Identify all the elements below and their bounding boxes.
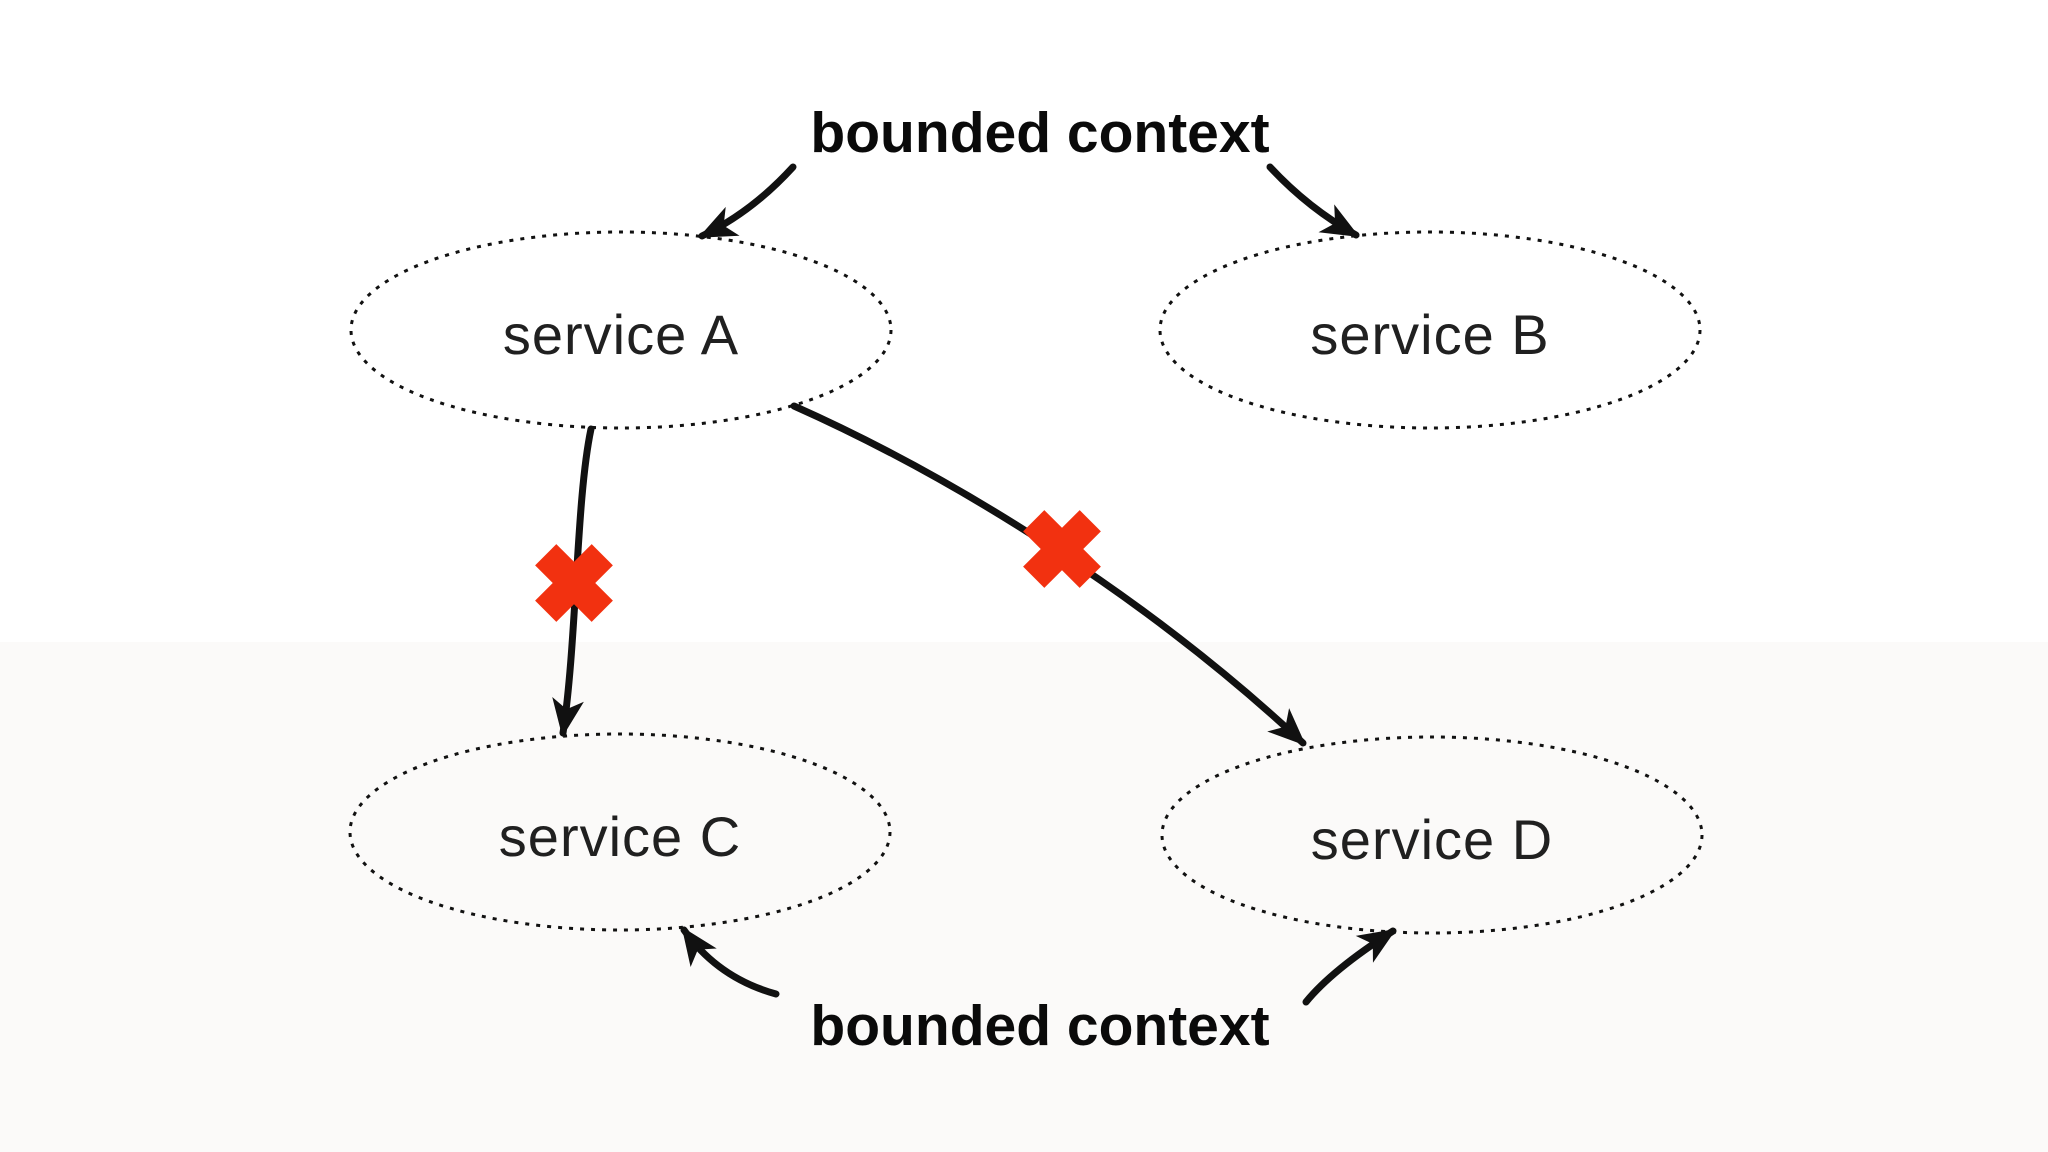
service-b-ellipse [1158,230,1702,430]
service-d-label: service D [1311,808,1553,871]
arrow-top-label-to-service-b [1266,163,1360,239]
service-a-label: service A [503,303,739,366]
blocked-cross-icon-a-d [1023,510,1101,588]
node-service-c: service C [348,732,892,932]
service-d-ellipse [1160,735,1704,935]
node-service-d: service D [1160,735,1704,935]
bounded-context-label-bottom: bounded context [810,994,1269,1058]
arrow-top-label-to-service-a [698,163,797,240]
service-c-label: service C [499,805,741,868]
service-b-label: service B [1310,303,1549,366]
service-a-ellipse [349,230,893,430]
arrow-bottom-label-to-service-d [1302,927,1397,1006]
service-c-ellipse [348,732,892,932]
blocked-cross-icon-a-c [535,544,613,622]
node-service-b: service B [1158,230,1702,430]
arrow-bottom-label-to-service-c [680,926,780,998]
background-band [0,642,2048,1152]
node-service-a: service A [349,230,893,430]
bounded-context-label-top: bounded context [810,101,1269,165]
